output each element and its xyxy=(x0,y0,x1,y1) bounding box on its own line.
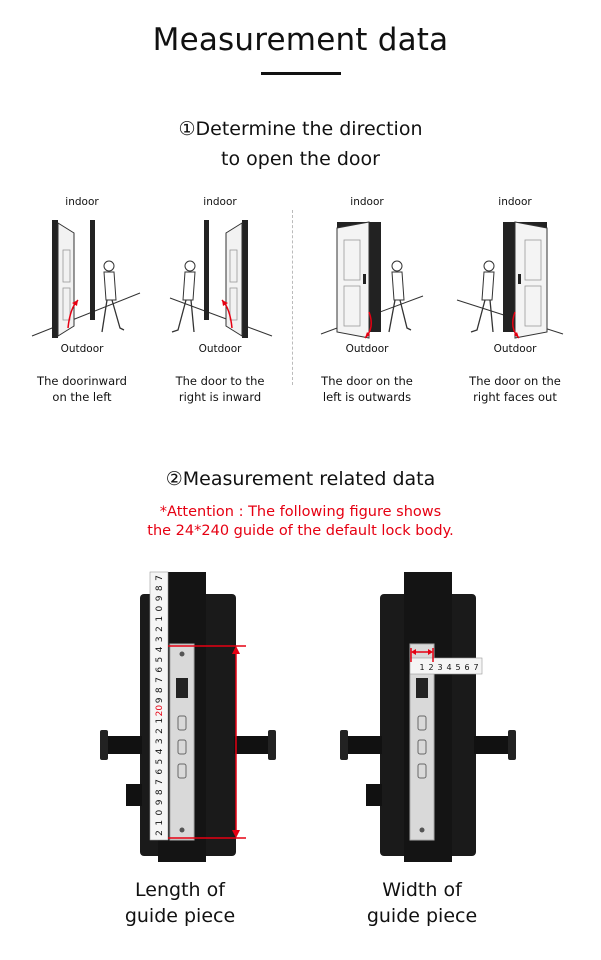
ruler-mark: 4 xyxy=(155,646,165,652)
door-caption: The doorinward on the left xyxy=(12,373,152,405)
section1-heading: ①Determine the direction to open the doo… xyxy=(0,114,601,174)
ruler-mark: 3 xyxy=(155,738,165,744)
ruler-mark: 3 xyxy=(155,636,165,642)
attention-note: *Attention : The following figure shows … xyxy=(0,503,601,541)
door-inward-left-illustration xyxy=(31,220,141,338)
ruler-mark: 20 xyxy=(155,705,165,717)
door-caption-line1: The doorinward xyxy=(37,374,127,388)
ruler-mark: 7 xyxy=(155,677,165,683)
door-caption-line2: left is outwards xyxy=(322,390,412,404)
door-caption-line1: The door on the xyxy=(321,374,413,388)
ruler-mark: 0 xyxy=(155,809,165,815)
ruler-mark: 4 xyxy=(446,663,451,672)
door-divider xyxy=(292,210,293,385)
ruler-mark: 1 xyxy=(155,820,165,826)
ruler-mark: 9 xyxy=(155,595,165,601)
ruler-mark: 1 xyxy=(155,616,165,622)
section1-heading-line2: to open the door xyxy=(221,148,380,170)
ruler-mark: 5 xyxy=(155,657,165,663)
ruler-mark: 2 xyxy=(155,728,165,734)
page-title: Measurement data xyxy=(152,22,449,58)
door-caption-line2: right faces out xyxy=(473,390,557,404)
door-caption-line2: right is inward xyxy=(178,390,262,404)
indoor-label: indoor xyxy=(498,196,532,208)
ruler-mark: 0 xyxy=(155,605,165,611)
door-diagram-inward-left: indoor Outdoor The doorinward on the lef… xyxy=(22,190,142,410)
width-caption: Width of guide piece xyxy=(332,877,512,929)
outdoor-label: Outdoor xyxy=(345,343,389,355)
outdoor-label: Outdoor xyxy=(493,343,537,355)
door-diagram-outward-right: indoor Outdoor The door on the right fac… xyxy=(455,190,575,410)
door-caption: The door on the right faces out xyxy=(445,373,585,405)
indoor-label: indoor xyxy=(203,196,237,208)
ruler-mark: 7 xyxy=(155,575,165,581)
ruler-mark: 8 xyxy=(155,789,165,795)
ruler-mark: 9 xyxy=(155,799,165,805)
length-caption-line1: Length of xyxy=(135,879,225,901)
door-diagram-inward-right: indoor Outdoor The door to the right is … xyxy=(160,190,280,410)
indoor-label: indoor xyxy=(350,196,384,208)
ruler-mark: 3 xyxy=(437,663,442,672)
ruler-mark: 2 xyxy=(155,626,165,632)
door-inward-right-illustration xyxy=(169,220,273,338)
door-caption-line2: on the left xyxy=(52,390,112,404)
outdoor-label: Outdoor xyxy=(198,343,242,355)
ruler-mark: 2 xyxy=(155,830,165,836)
door-caption: The door on the left is outwards xyxy=(297,373,437,405)
ruler-mark: 5 xyxy=(155,759,165,765)
length-caption: Length of guide piece xyxy=(90,877,270,929)
attention-line2: the 24*240 guide of the default lock bod… xyxy=(147,523,454,539)
ruler-mark: 5 xyxy=(455,663,460,672)
ruler-mark: 1 xyxy=(155,718,165,724)
section1-heading-line1: ①Determine the direction xyxy=(178,118,423,140)
title-underline xyxy=(261,72,341,75)
indoor-label: indoor xyxy=(65,196,99,208)
outdoor-label: Outdoor xyxy=(60,343,104,355)
ruler-mark: 7 xyxy=(473,663,478,672)
ruler-mark: 1 xyxy=(419,663,424,672)
ruler-mark: 2 xyxy=(428,663,433,672)
door-outward-right-illustration xyxy=(456,221,564,339)
ruler-mark: 8 xyxy=(155,687,165,693)
ruler-mark: 6 xyxy=(464,663,469,672)
ruler-mark: 8 xyxy=(155,585,165,591)
door-diagram-outward-left: indoor Outdoor The door on the left is o… xyxy=(307,190,427,410)
door-caption-line1: The door on the xyxy=(469,374,561,388)
ruler-mark: 7 xyxy=(155,779,165,785)
section2-heading: ②Measurement related data xyxy=(165,468,436,490)
ruler-mark: 9 xyxy=(155,697,165,703)
ruler-mark: 6 xyxy=(155,667,165,673)
width-caption-line1: Width of xyxy=(382,879,462,901)
length-caption-line2: guide piece xyxy=(124,905,236,927)
width-caption-line2: guide piece xyxy=(366,905,478,927)
door-outward-left-illustration xyxy=(320,221,424,339)
attention-line1: *Attention : The following figure shows xyxy=(159,504,442,520)
ruler-mark: 4 xyxy=(155,748,165,754)
door-caption-line1: The door to the xyxy=(175,374,265,388)
door-caption: The door to the right is inward xyxy=(150,373,290,405)
ruler-mark: 6 xyxy=(155,769,165,775)
